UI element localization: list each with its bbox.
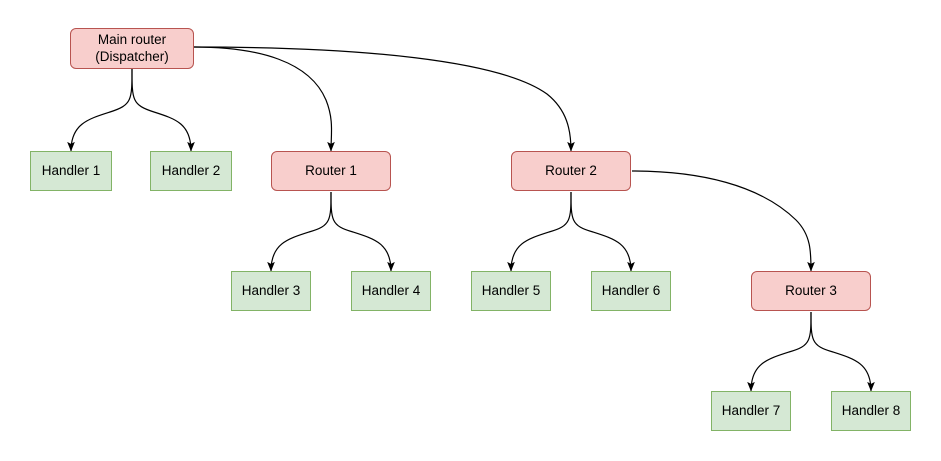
- node-label-h3: Handler 3: [241, 282, 301, 298]
- edge-router2-to-router3: [631, 170, 815, 272]
- edge-router1-to-h4: [330, 191, 395, 272]
- edge-main-to-h2: [131, 68, 195, 152]
- node-h6[interactable]: Handler 6: [591, 271, 671, 311]
- node-router3[interactable]: Router 3: [751, 271, 871, 311]
- edge-router2-to-h6: [570, 191, 635, 272]
- edge-router3-to-h7: [747, 311, 812, 392]
- edge-router3-to-h8: [810, 311, 875, 392]
- node-label-main: Main router (Dispatcher): [95, 31, 169, 64]
- edge-main-to-h1: [67, 68, 133, 152]
- node-h5[interactable]: Handler 5: [471, 271, 551, 311]
- node-label-h2: Handler 2: [161, 162, 221, 178]
- node-label-h5: Handler 5: [481, 282, 541, 298]
- node-h2[interactable]: Handler 2: [150, 151, 232, 191]
- node-label-router3: Router 3: [785, 282, 837, 298]
- node-main[interactable]: Main router (Dispatcher): [70, 28, 194, 69]
- node-label-h7: Handler 7: [721, 402, 781, 418]
- edge-main-to-router1: [193, 46, 335, 152]
- node-label-router2: Router 2: [545, 162, 597, 178]
- node-label-h1: Handler 1: [41, 162, 101, 178]
- node-h1[interactable]: Handler 1: [30, 151, 112, 191]
- node-label-h8: Handler 8: [841, 402, 901, 418]
- node-label-router1: Router 1: [305, 162, 357, 178]
- node-h4[interactable]: Handler 4: [351, 271, 431, 311]
- edge-router1-to-h3: [267, 191, 332, 272]
- node-h8[interactable]: Handler 8: [831, 391, 911, 431]
- node-label-h4: Handler 4: [361, 282, 421, 298]
- node-h7[interactable]: Handler 7: [711, 391, 791, 431]
- node-label-h6: Handler 6: [601, 282, 661, 298]
- edge-main-to-router2: [193, 46, 575, 152]
- node-router1[interactable]: Router 1: [271, 151, 391, 191]
- node-h3[interactable]: Handler 3: [231, 271, 311, 311]
- edge-router2-to-h5: [507, 191, 572, 272]
- node-router2[interactable]: Router 2: [511, 151, 631, 191]
